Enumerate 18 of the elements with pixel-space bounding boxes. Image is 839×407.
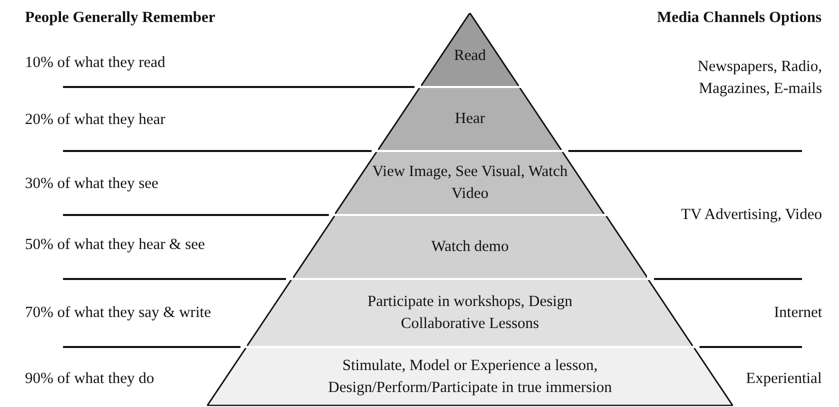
pyramid-tier: Read xyxy=(421,13,519,86)
pyramid-tier: View Image, See Visual, Watch Video xyxy=(335,152,604,214)
media-channel-label: Internet xyxy=(774,303,822,323)
pyramid-tier: Hear xyxy=(378,88,562,150)
media-channel-label: Newspapers, Radio, Magazines, E-mails xyxy=(696,57,822,99)
column-heading: People Generally Remember xyxy=(25,8,216,28)
media-channel-label: Experiential xyxy=(746,369,822,389)
column-heading: Media Channels Options xyxy=(657,8,822,28)
pyramid-tier: Watch demo xyxy=(292,216,648,278)
media-channel-label: TV Advertising, Video xyxy=(680,205,822,225)
pyramid-tier: Stimulate, Model or Experience a lesson, Design/Perform/Participate in true immersion xyxy=(207,348,733,406)
retention-label: 90% of what they do xyxy=(25,369,154,389)
pyramid-tier: Participate in workshops, Design Collaborative Lessons xyxy=(247,280,693,346)
retention-label: 30% of what they see xyxy=(25,174,158,194)
retention-label: 70% of what they say & write xyxy=(25,303,211,323)
retention-label: 20% of what they hear xyxy=(25,110,166,130)
retention-label: 50% of what they hear & see xyxy=(25,235,205,255)
retention-label: 10% of what they read xyxy=(25,53,166,73)
